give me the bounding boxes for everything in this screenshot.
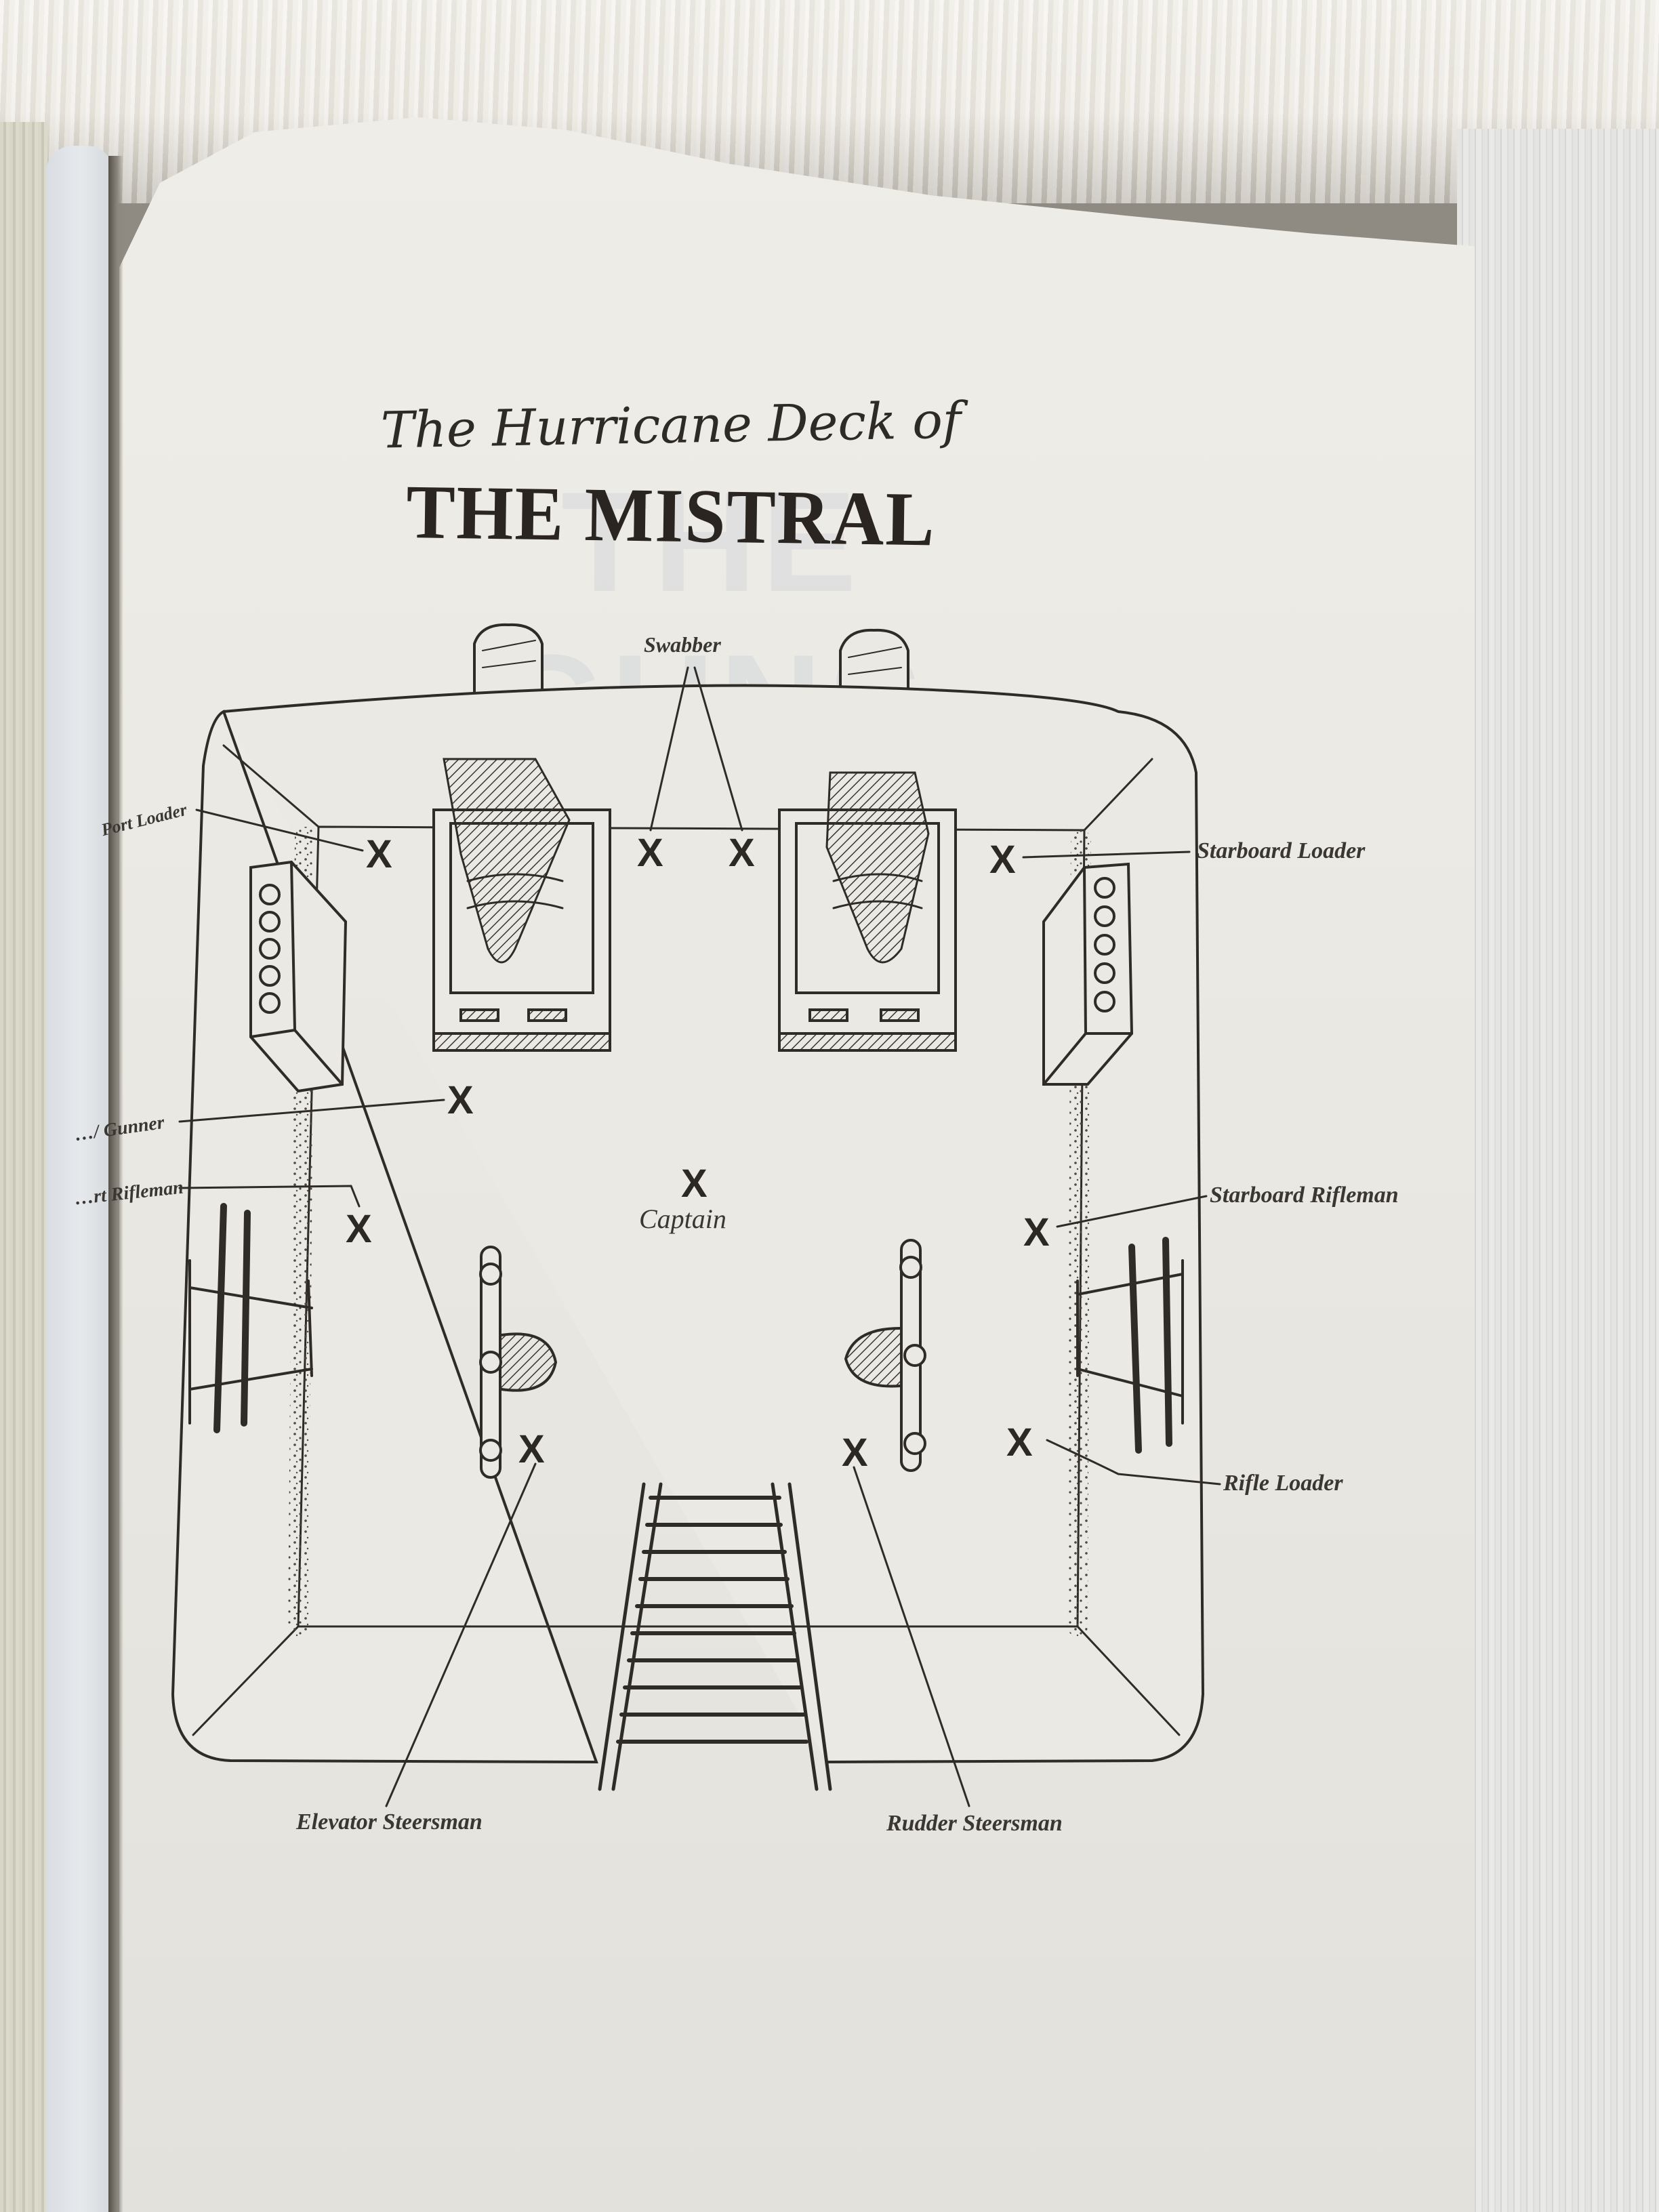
- starboard-gun-carriage: [778, 771, 957, 1052]
- elevator-wheel: [479, 1246, 558, 1479]
- station-marker-swabber-1: X: [637, 831, 663, 875]
- station-marker-elevator-steersman: X: [518, 1427, 545, 1471]
- label-captain: Captain: [639, 1204, 726, 1234]
- rudder-wheel: [844, 1239, 926, 1472]
- station-marker-swabber-2: X: [729, 831, 755, 875]
- port-ammo-crate: [249, 860, 348, 1093]
- label-swabber: Swabber: [644, 632, 721, 657]
- port-cannon-muzzle: [473, 623, 544, 693]
- starboard-cannon-muzzle: [839, 628, 909, 699]
- label-elevator-steersman: Elevator Steersman: [296, 1809, 483, 1835]
- label-starboard-rifleman: Starboard Rifleman: [1210, 1183, 1399, 1208]
- station-marker-rifle-loader: X: [1006, 1420, 1033, 1465]
- right-page-stack: [1457, 129, 1659, 2212]
- left-page-stack: [0, 122, 47, 2212]
- port-gun-carriage: [432, 758, 611, 1052]
- starboard-ammo-crate: [1042, 862, 1134, 1086]
- station-marker-starboard-rifleman: X: [1023, 1210, 1050, 1254]
- label-rifle-loader: Rifle Loader: [1223, 1471, 1343, 1496]
- starboard-rifle-rack: [1076, 1237, 1184, 1454]
- station-marker-captain: X: [681, 1162, 708, 1206]
- station-marker-starboard-loader: X: [989, 838, 1016, 882]
- station-marker-port-loader: X: [366, 832, 392, 876]
- port-rifle-rack: [188, 1203, 313, 1433]
- station-marker-gunner: X: [447, 1078, 474, 1122]
- label-starboard-loader: Starboard Loader: [1197, 838, 1366, 863]
- leader-lines: [178, 666, 1221, 1807]
- gutter-shadow: [108, 156, 123, 2212]
- label-rudder-steersman: Rudder Steersman: [886, 1811, 1063, 1836]
- station-marker-port-rifleman: X: [346, 1207, 372, 1251]
- station-marker-rudder-steersman: X: [842, 1431, 868, 1475]
- left-page-curl: [46, 146, 114, 2212]
- deck-ladder: [598, 1482, 832, 1791]
